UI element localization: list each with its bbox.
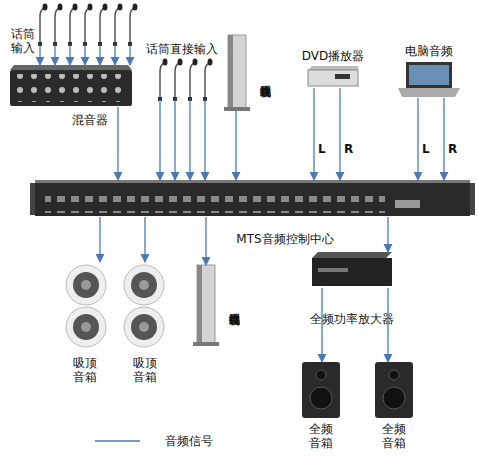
microphones-group-b (158, 59, 213, 102)
channel-label: R (344, 142, 353, 156)
node-label: 远程视频会议终端 (256, 31, 272, 123)
node-label: MTS音频控制中心 (225, 232, 345, 246)
amplifier-device (312, 252, 392, 286)
full-range-speaker: 全频音箱 (302, 362, 340, 418)
microphone-group: 话筒直接输入 (152, 62, 212, 100)
signal-arrow (339, 88, 340, 180)
signal-arrow (117, 107, 118, 180)
signal-arrow (129, 45, 130, 65)
signal-arrow (387, 217, 388, 252)
signal-arrow (84, 45, 85, 65)
node-label: 全频音箱 (308, 422, 334, 450)
microphones-group-a (38, 4, 138, 47)
signal-arrow (313, 88, 314, 180)
legend-line (95, 440, 140, 441)
mts-rack (30, 180, 475, 216)
microphone-group: 话筒输入 (35, 5, 135, 45)
signal-arrow (417, 98, 418, 180)
signal-arrow (189, 100, 190, 180)
node-label: 远程视频会议终端 (225, 259, 241, 351)
node-label: 话筒输入 (10, 27, 36, 55)
mixer-device (10, 65, 132, 106)
ceiling-speakers (66, 265, 164, 347)
node-label: DVD播放器 (298, 49, 368, 63)
signal-arrow (99, 217, 100, 262)
node-label: 话筒直接输入 (140, 42, 224, 56)
node-label: 全频音箱 (381, 422, 407, 450)
node-label: 吸顶音箱 (72, 356, 98, 384)
power-amplifier: 全频功率放大器 (312, 252, 392, 288)
channel-label: L (422, 142, 430, 156)
node-label: 电脑音频 (398, 44, 460, 58)
computer-audio: 电脑音频 (400, 62, 458, 98)
signal-arrow (144, 217, 145, 262)
channel-label: L (318, 142, 326, 156)
signal-arrow (39, 45, 40, 65)
terminal-tower-bottom (193, 265, 219, 346)
signal-arrow (114, 45, 115, 65)
laptop (398, 62, 460, 97)
node-label: 吸顶音箱 (132, 356, 158, 384)
video-terminal: 远程视频会议终端 (195, 265, 215, 347)
signal-arrow (204, 100, 205, 180)
signal-arrow (205, 217, 206, 265)
dvd-player: DVD播放器 (308, 66, 358, 88)
dvd-player (308, 66, 358, 86)
channel-label: R (448, 142, 457, 156)
video-terminal: 远程视频会议终端 (226, 35, 246, 110)
node-label: 混音器 (60, 113, 120, 127)
signal-arrow (443, 98, 444, 180)
ceiling-speaker: 吸顶音箱 (120, 262, 170, 350)
signal-arrow (159, 100, 160, 180)
signal-arrow (174, 100, 175, 180)
full-range-speakers (302, 362, 413, 418)
ceiling-speaker: 吸顶音箱 (62, 262, 112, 350)
terminal-tower-top (224, 35, 250, 111)
signal-arrow (69, 45, 70, 65)
legend-text: 音频信号 (165, 434, 213, 448)
signal-arrow (99, 45, 100, 65)
full-range-speaker: 全频音箱 (375, 362, 413, 418)
audio-control-center: MTS音频控制中心 (35, 180, 470, 217)
mixer: 混音器 (10, 65, 132, 107)
signal-arrow (235, 110, 236, 180)
node-label: 全频功率放大器 (306, 312, 398, 326)
signal-arrow (54, 45, 55, 65)
